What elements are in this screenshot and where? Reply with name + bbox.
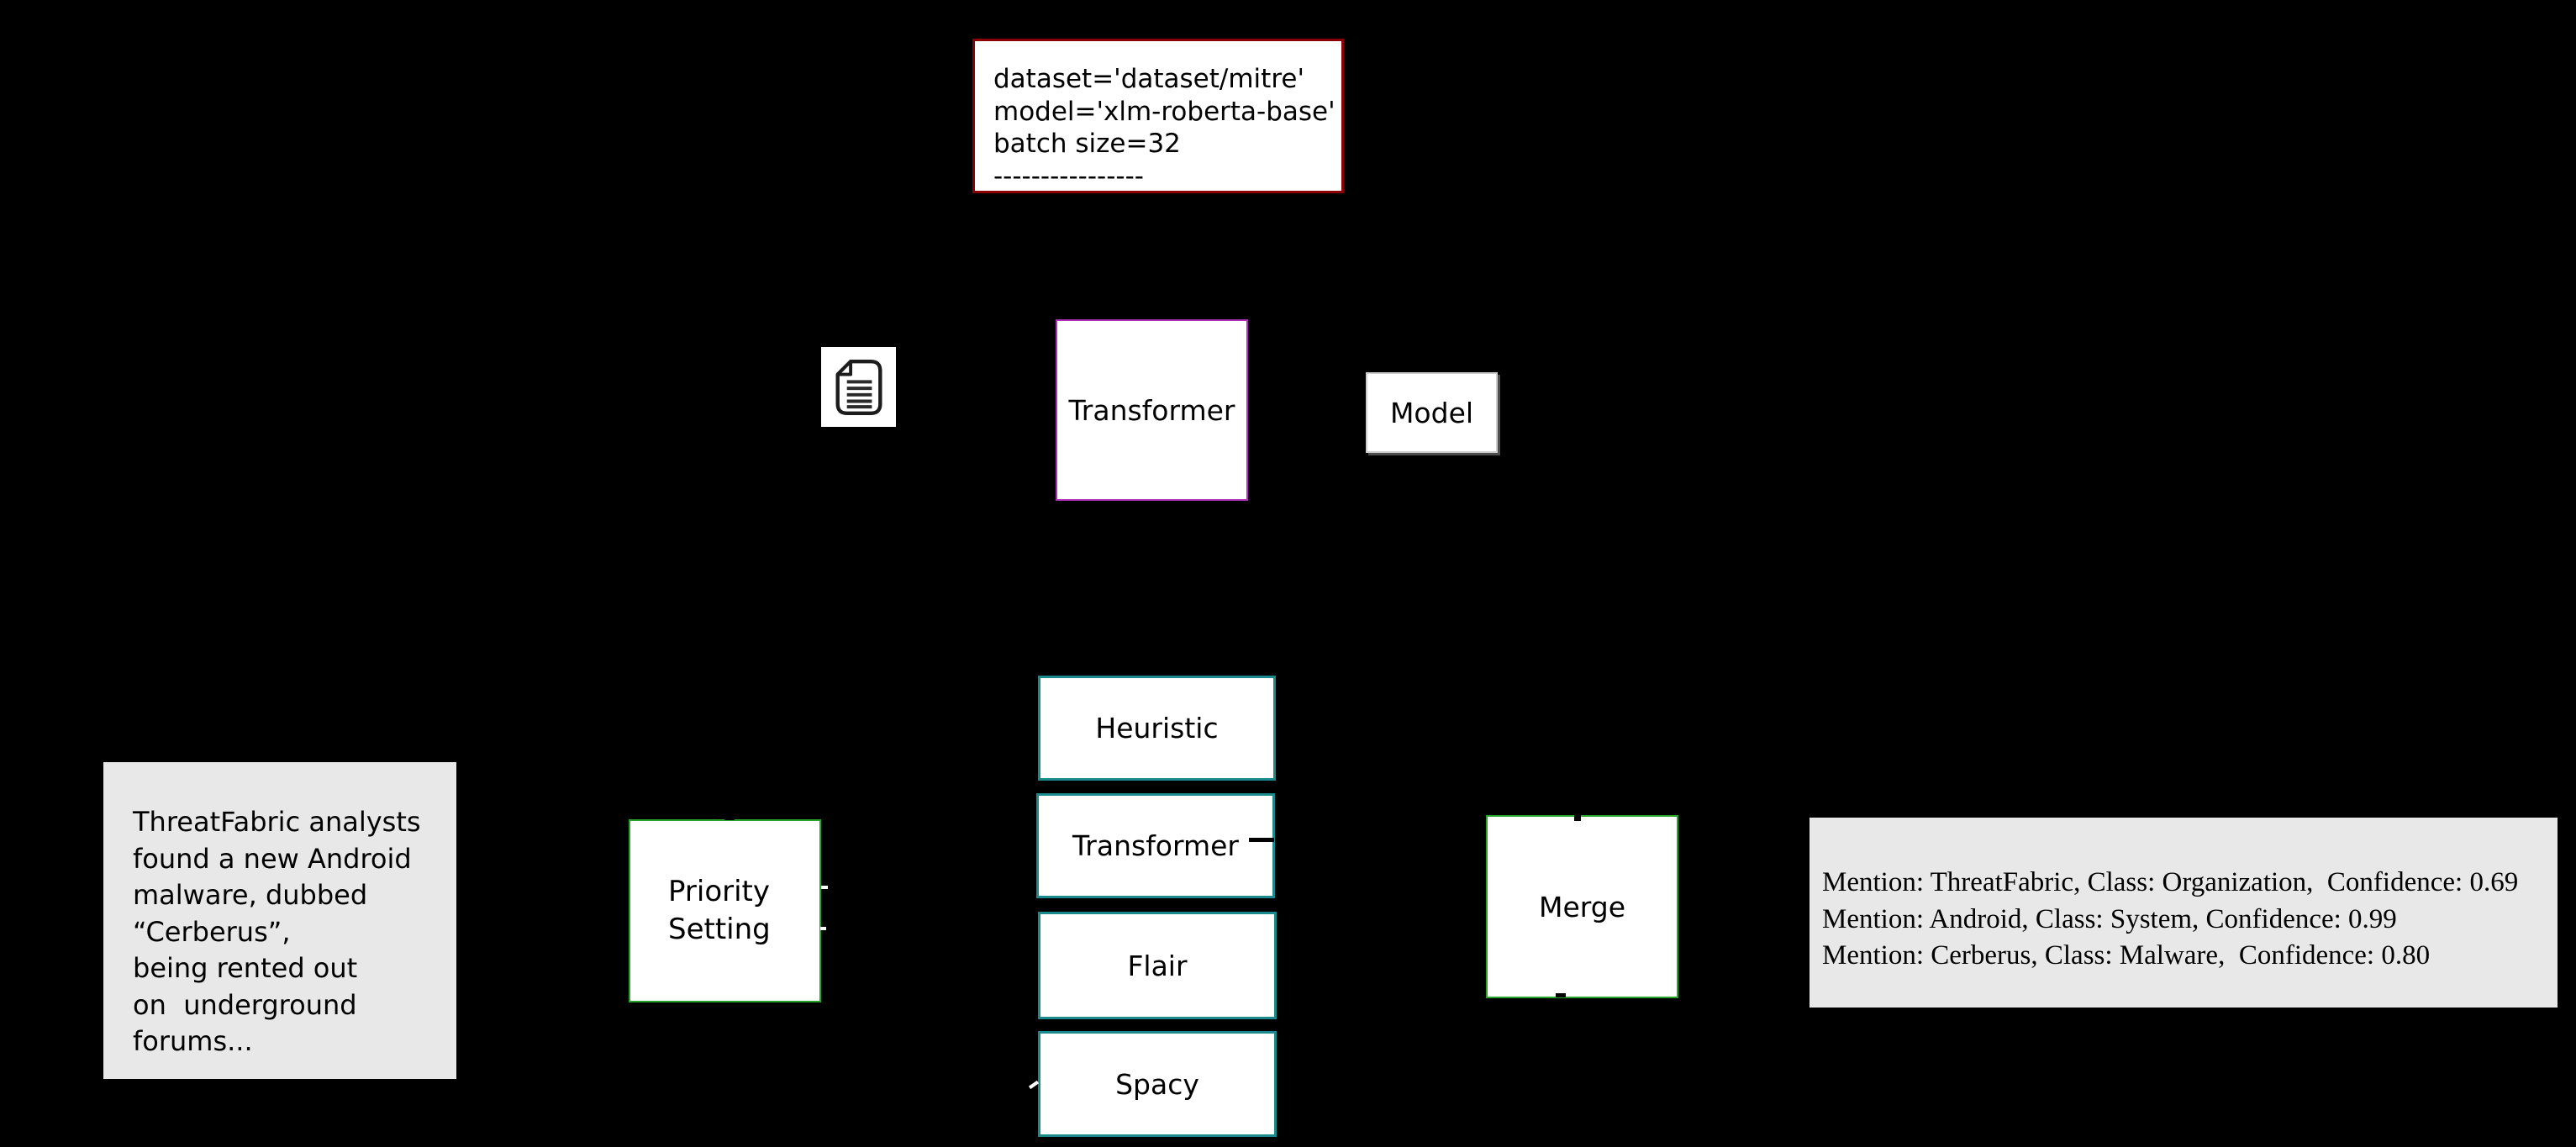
arrow-remnant — [1574, 814, 1581, 821]
node-label: Heuristic — [1095, 712, 1219, 744]
config-line: ---------------- — [993, 160, 1144, 192]
flair-node: Flair — [1038, 912, 1277, 1019]
input-text-box: ThreatFabric analysts found a new Androi… — [103, 762, 456, 1079]
config-line: batch size=32 — [993, 129, 1181, 159]
node-label: Model — [1389, 396, 1474, 429]
input-text-line: being rented out — [133, 952, 358, 984]
arrow-remnant — [821, 886, 828, 889]
arrow-remnant — [820, 927, 826, 930]
merge-node: Merge — [1486, 815, 1678, 998]
output-mention-line: Mention: Android, Class: System, Confide… — [1822, 903, 2397, 934]
model-node: Model — [1366, 372, 1498, 453]
priority-setting-node: Priority Setting — [629, 819, 821, 1002]
node-label: Setting — [668, 913, 771, 946]
input-text-line: forums... — [133, 1025, 253, 1057]
arrow-remnant — [724, 817, 735, 820]
transformer-ner-node: Transformer — [1036, 793, 1275, 898]
node-label: Merge — [1538, 890, 1625, 923]
document-icon — [835, 359, 882, 415]
config-line: dataset='dataset/mitre' — [993, 64, 1304, 94]
config-line: model='xlm-roberta-base' — [993, 96, 1335, 127]
node-label: Flair — [1127, 949, 1188, 982]
arrow-remnant — [1249, 838, 1274, 842]
heuristic-node: Heuristic — [1038, 676, 1276, 781]
node-label: Spacy — [1115, 1067, 1199, 1101]
input-text-line: on underground — [133, 988, 357, 1021]
input-text-line: ThreatFabric analysts — [133, 806, 421, 838]
arrow-remnant — [1556, 993, 1566, 997]
node-label: Transformer — [1072, 829, 1240, 862]
document-icon — [821, 347, 896, 427]
node-label: Transformer — [1068, 393, 1235, 427]
input-text-line: malware, dubbed — [133, 879, 368, 911]
output-box: Mention: ThreatFabric, Class: Organizati… — [1810, 818, 2558, 1008]
transformer-train-node: Transformer — [1056, 319, 1248, 501]
node-label: Priority — [668, 875, 771, 908]
output-mention-line: Mention: Cerberus, Class: Malware, Confi… — [1822, 940, 2431, 971]
input-text-line: found a new Android — [133, 842, 412, 875]
output-mention-line: Mention: ThreatFabric, Class: Organizati… — [1822, 867, 2519, 897]
config-box: dataset='dataset/mitre' model='xlm-rober… — [972, 39, 1344, 193]
input-text-line: “Cerberus”, — [133, 915, 291, 948]
spacy-node: Spacy — [1038, 1031, 1277, 1137]
